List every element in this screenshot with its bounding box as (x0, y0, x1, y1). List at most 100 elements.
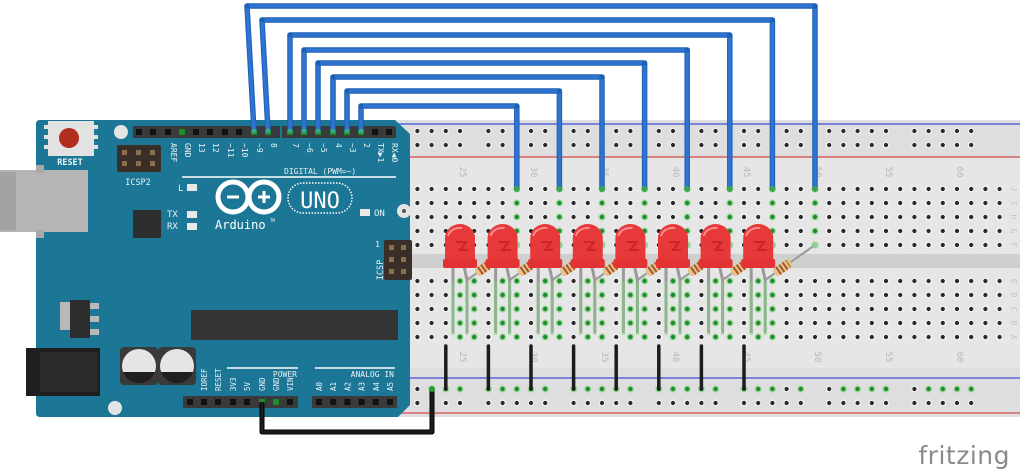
rail-hole (855, 142, 860, 148)
wire-bend-point (287, 32, 293, 38)
breadboard-hole (954, 242, 960, 248)
analog-pin-a1[interactable] (330, 399, 337, 405)
breadboard-hole (827, 278, 832, 284)
power-pin-5v[interactable] (244, 399, 250, 405)
led-tx (187, 211, 197, 218)
signal-wire-pin-7 (288, 33, 732, 189)
breadboard-hole (656, 334, 661, 340)
breadboard-hole (457, 278, 463, 284)
capacitor-stripe (161, 372, 193, 384)
breadboard-hole (699, 320, 704, 326)
power-pin-ioref[interactable] (201, 399, 207, 405)
analog-pin-label: A2 (343, 382, 352, 391)
breadboard-hole (997, 186, 1002, 192)
digital-header-right (282, 126, 396, 138)
breadboard-hole (656, 186, 661, 192)
digital-pin-~10[interactable] (236, 129, 242, 135)
breadboard-hole (571, 320, 576, 326)
breadboard-hole (557, 306, 562, 312)
digital-pin-unlabeled (150, 129, 156, 135)
breadboard-hole (443, 320, 448, 326)
rail-hole (585, 128, 590, 134)
breadboard-hole (841, 334, 846, 340)
digital-pin-GND[interactable] (179, 129, 185, 135)
analog-pin-a4[interactable] (372, 399, 379, 405)
digital-pin-12[interactable] (207, 129, 213, 135)
rail-hole (926, 400, 931, 406)
breadboard-hole (614, 292, 619, 298)
breadboard-hole (926, 200, 931, 206)
rail-hole (699, 128, 704, 134)
breadboard-hole (926, 292, 931, 298)
breadboard-hole (500, 186, 505, 192)
digital-pin-~11[interactable] (222, 129, 228, 135)
digital-pin-13[interactable] (193, 129, 199, 135)
breadboard-hole (713, 320, 718, 326)
wire-start-point (344, 128, 350, 134)
breadboard-hole (656, 214, 661, 220)
breadboard-hole (898, 292, 903, 298)
breadboard-hole (472, 186, 477, 192)
led-die (541, 241, 554, 251)
rail-hole (912, 386, 917, 392)
breadboard-hole (599, 214, 605, 220)
led (487, 224, 518, 265)
power-pin-gnd[interactable] (273, 399, 279, 405)
breadboard-hole (670, 214, 676, 220)
analog-pin-a0[interactable] (316, 399, 322, 405)
breadboard-hole (457, 186, 463, 192)
led-highlight (447, 226, 463, 237)
breadboard-hole (571, 214, 576, 220)
analog-pin-a2[interactable] (344, 399, 351, 405)
breadboard-hole (457, 214, 463, 220)
rail-hole (756, 128, 761, 134)
breadboard-hole (656, 200, 661, 206)
digital-pin-RX◀0[interactable] (386, 129, 392, 135)
breadboard-hole (969, 228, 974, 234)
breadboard-hole (685, 306, 690, 312)
power-pin-reset[interactable] (215, 399, 221, 405)
breadboard-hole (741, 214, 747, 220)
led (445, 224, 475, 265)
power-pin-vin[interactable] (287, 399, 293, 405)
breadboard-hole (557, 334, 562, 340)
led-highlight (660, 226, 676, 237)
breadboard-hole (656, 278, 661, 284)
led-die (711, 241, 724, 251)
reset-button-leg (44, 135, 49, 139)
analog-pin-a3[interactable] (358, 399, 365, 405)
wire-end-point (556, 186, 563, 192)
breadboard-hole (642, 306, 647, 312)
analog-pin-a5[interactable] (387, 399, 393, 405)
rail-hole (969, 142, 974, 148)
breadboard-hole (869, 228, 874, 234)
breadboard-hole (628, 306, 633, 312)
led (572, 224, 603, 265)
usb-connector-edge (0, 172, 16, 230)
row-label: E (1009, 279, 1018, 284)
rail-hole (841, 400, 846, 406)
breadboard-hole (969, 306, 974, 312)
power-pin-3v3[interactable] (230, 399, 236, 405)
rail-hole (798, 400, 803, 406)
breadboard-hole (983, 228, 988, 234)
reset-button[interactable] (59, 128, 79, 148)
breadboard-hole (770, 214, 775, 220)
resistor-band (735, 264, 743, 273)
breadboard-hole (940, 242, 945, 248)
breadboard-hole (841, 200, 846, 206)
breadboard-hole (883, 242, 889, 248)
digital-pin-AREF[interactable] (165, 129, 171, 135)
resistor-band (519, 266, 527, 275)
digital-pin-TX▶1[interactable] (372, 129, 378, 135)
breadboard-hole (756, 306, 761, 312)
breadboard-hole (429, 228, 434, 234)
rail-hole (926, 386, 931, 392)
breadboard-hole (855, 242, 860, 248)
resistor-band (693, 264, 701, 273)
breadboard-hole (713, 306, 718, 312)
breadboard-hole (457, 292, 463, 298)
breadboard-hole (827, 228, 832, 234)
rail-hole (741, 128, 747, 134)
